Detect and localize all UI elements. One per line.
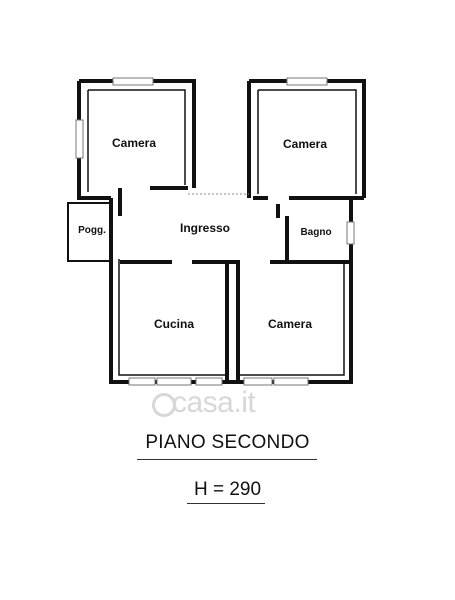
watermark: casa.it: [172, 386, 256, 419]
ceiling-height-label: H = 290: [193, 479, 262, 500]
height-underline: [187, 503, 265, 504]
inner-wall-lines: [87, 89, 357, 376]
room-label-camera-top-right: Camera: [283, 137, 327, 151]
title-underline: [137, 459, 317, 460]
room-label-cucina: Cucina: [154, 317, 194, 331]
windows: [75, 77, 355, 386]
room-label-poggiolo: Pogg.: [78, 225, 106, 236]
balcony: [67, 202, 112, 262]
room-label-camera-top-left: Camera: [112, 136, 156, 150]
room-label-bagno: Bagno: [300, 227, 331, 238]
partitions: [118, 186, 351, 380]
room-label-ingresso: Ingresso: [180, 221, 230, 235]
floor-title: PIANO SECONDO: [145, 432, 310, 453]
watermark-logo-icon: [152, 393, 176, 417]
room-label-camera-bottom-right: Camera: [268, 317, 312, 331]
